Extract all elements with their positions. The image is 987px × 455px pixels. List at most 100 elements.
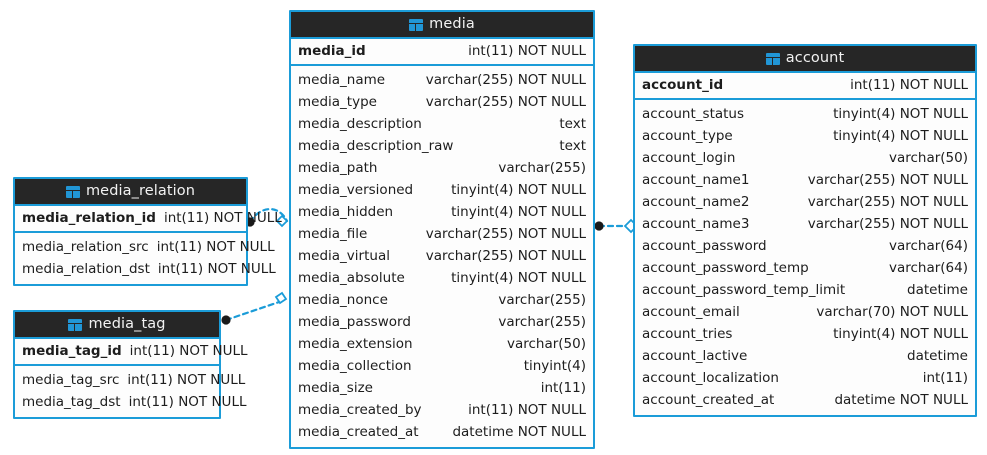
field-type: text — [559, 138, 586, 154]
field-row[interactable]: media_versioned tinyint(4) NOT NULL — [291, 179, 593, 201]
field-row[interactable]: account_localization int(11) — [635, 367, 975, 389]
field-name: media_type — [298, 94, 377, 110]
entity-title-media_relation: media_relation — [85, 183, 196, 199]
field-type: int(11) — [922, 370, 968, 386]
table-icon — [68, 318, 83, 331]
field-row[interactable]: account_password varchar(64) — [635, 235, 975, 257]
field-type: tinyint(4) NOT NULL — [451, 182, 586, 198]
field-name: media_collection — [298, 358, 412, 374]
entity-header-account[interactable]: account — [635, 46, 975, 71]
relationship-media-account[interactable] — [594, 218, 639, 234]
field-name: account_created_at — [642, 392, 775, 408]
field-name: account_password_temp_limit — [642, 282, 846, 298]
field-name: media_extension — [298, 336, 413, 352]
field-type: text — [559, 116, 586, 132]
filled-circle-marker — [594, 221, 604, 231]
field-name: account_login — [642, 150, 736, 166]
field-row[interactable]: account_lactive datetime — [635, 345, 975, 367]
field-name: media_created_at — [298, 424, 419, 440]
field-type: int(11) NOT NULL — [850, 77, 968, 93]
field-name: account_password — [642, 238, 767, 254]
field-name: media_description_raw — [298, 138, 454, 154]
entity-header-media_relation[interactable]: media_relation — [15, 179, 246, 204]
table-icon — [765, 52, 780, 65]
field-type: varchar(255) — [498, 292, 586, 308]
field-row[interactable]: media_description_raw text — [291, 135, 593, 157]
field-name: media_relation_dst — [22, 261, 150, 277]
field-name: account_id — [642, 77, 724, 93]
entity-header-inner: media_tag — [68, 312, 165, 337]
field-type: varchar(255) NOT NULL — [807, 194, 968, 210]
field-name: media_file — [298, 226, 368, 242]
field-row[interactable]: media_virtual varchar(255) NOT NULL — [291, 245, 593, 267]
field-name: account_localization — [642, 370, 779, 386]
field-type: varchar(70) NOT NULL — [816, 304, 968, 320]
field-name: account_name2 — [642, 194, 750, 210]
field-row[interactable]: media_description text — [291, 113, 593, 135]
link-line — [224, 298, 287, 322]
field-type: tinyint(4) NOT NULL — [451, 270, 586, 286]
entity-header-media[interactable]: media — [291, 12, 593, 37]
entity-header-media_tag[interactable]: media_tag — [15, 312, 219, 337]
field-type: varchar(255) NOT NULL — [425, 248, 586, 264]
field-name: media_virtual — [298, 248, 390, 264]
field-name: media_description — [298, 116, 422, 132]
field-type: datetime — [907, 348, 968, 364]
entity-header-inner: media — [409, 12, 475, 37]
field-type: tinyint(4) NOT NULL — [833, 128, 968, 144]
field-type: varchar(255) — [498, 160, 586, 176]
relationship-media_tag-media[interactable] — [221, 291, 288, 325]
entity-header-inner: media_relation — [65, 179, 196, 204]
field-name: media_size — [298, 380, 373, 396]
field-name: account_name3 — [642, 216, 750, 232]
entity-title-media: media — [429, 16, 475, 32]
field-row[interactable]: account_name2 varchar(255) NOT NULL — [635, 191, 975, 213]
field-type: varchar(64) — [888, 238, 968, 254]
table-icon — [409, 18, 424, 31]
field-name: account_tries — [642, 326, 733, 342]
field-type: int(11) NOT NULL — [468, 43, 586, 59]
primary-key-row[interactable]: account_id int(11) NOT NULL — [635, 73, 975, 98]
table-icon — [65, 185, 80, 198]
field-name: media_tag_src — [22, 372, 120, 388]
field-name: media_versioned — [298, 182, 414, 198]
field-name: account_lactive — [642, 348, 748, 364]
field-type: int(11) NOT NULL — [129, 343, 248, 359]
primary-key-section-account: account_id int(11) NOT NULL — [635, 71, 975, 100]
